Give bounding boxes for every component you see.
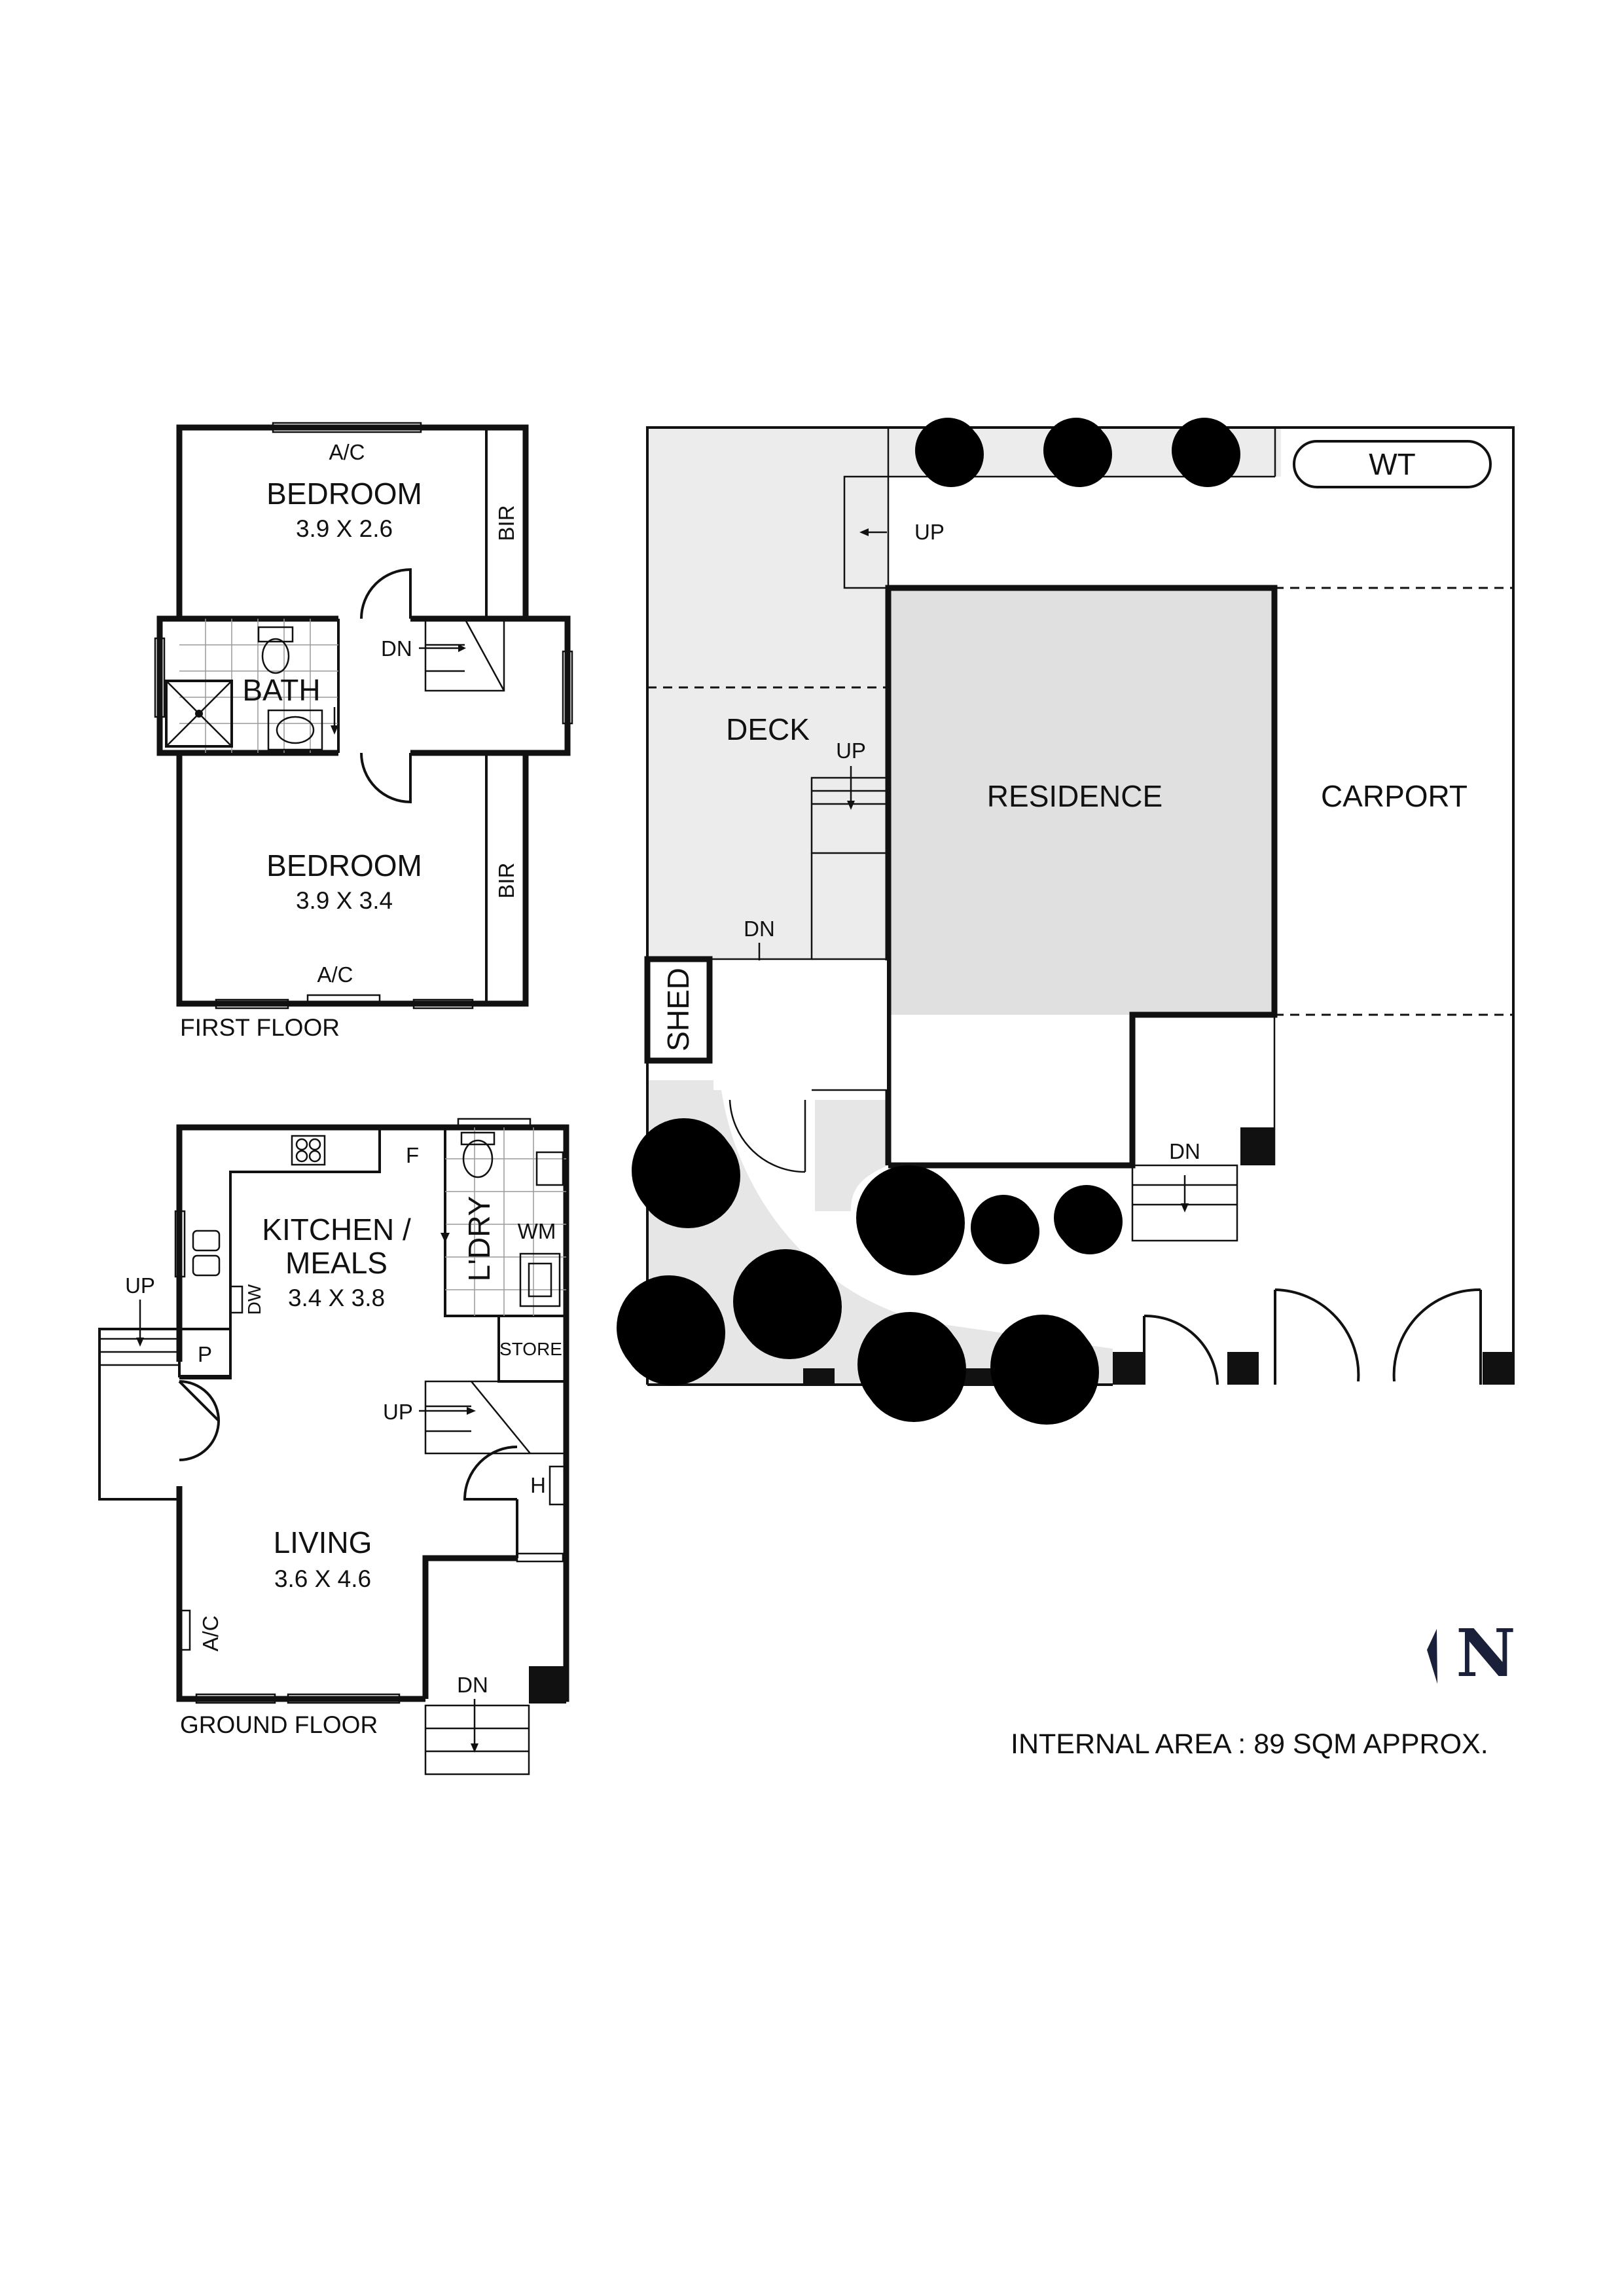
tree-5: [990, 1315, 1099, 1425]
laundry-name: L'DRY: [462, 1196, 496, 1282]
kitchen-name-line2: MEALS: [285, 1246, 387, 1280]
residence-name: RESIDENCE: [987, 779, 1162, 813]
wt-label: WT: [1369, 447, 1416, 481]
bedroom2-ac-label: A/C: [317, 962, 353, 987]
first-floor-stair-dn: DN: [381, 636, 412, 661]
site-plan: WT UP DECK UP DN RESIDENCE CARPORT SHED …: [617, 418, 1515, 1425]
dishwasher-label: DW: [244, 1284, 264, 1315]
ground-floor-plan: KITCHEN / MEALS 3.4 X 3.8 F DW L'DRY WM …: [98, 1118, 569, 1776]
internal-area-note: INTERNAL AREA : 89 SQM APPROX.: [1011, 1728, 1488, 1760]
fridge-label: F: [406, 1143, 419, 1167]
deck-dn-label: DN: [744, 917, 775, 941]
living-dims: 3.6 X 4.6: [274, 1565, 371, 1592]
laundry-tiles: [445, 1127, 566, 1316]
deck-name: DECK: [726, 712, 810, 746]
bedroom1-name: BEDROOM: [266, 477, 422, 511]
site-dn-right-label: DN: [1169, 1139, 1200, 1163]
washing-machine-label: WM: [518, 1219, 556, 1243]
north-letter: N: [1456, 1614, 1515, 1692]
kitchen-dims: 3.4 X 3.8: [288, 1285, 385, 1311]
tree-7: [971, 1195, 1039, 1264]
living-name: LIVING: [274, 1525, 372, 1559]
site-up-top-label: UP: [914, 520, 945, 544]
ground-floor-label: GROUND FLOOR: [180, 1711, 378, 1738]
first-floor-plan: BEDROOM 3.9 X 2.6 A/C BIR BATH DN BEDROO…: [154, 422, 573, 1041]
bedroom1-dims: 3.9 X 2.6: [296, 515, 393, 542]
bedroom2-dims: 3.9 X 3.4: [296, 887, 393, 914]
north-arrow-icon: [1427, 1629, 1437, 1684]
bedroom2-bir-label: BIR: [494, 862, 518, 898]
entry-up-label: UP: [125, 1273, 155, 1298]
pantry-label: P: [198, 1342, 212, 1366]
carport-name: CARPORT: [1321, 779, 1468, 813]
tree-6: [856, 1165, 965, 1275]
kitchen-name-line1: KITCHEN /: [262, 1212, 411, 1247]
north-compass: N: [1427, 1614, 1516, 1692]
living-ac-label: A/C: [198, 1615, 223, 1651]
heater-label: H: [530, 1473, 546, 1497]
ground-stair-up-label: UP: [383, 1400, 413, 1424]
bedroom1-bir-label: BIR: [494, 505, 518, 541]
deck-up-label: UP: [836, 738, 866, 763]
tree-8: [1054, 1185, 1123, 1254]
shed-name: SHED: [661, 968, 695, 1051]
store-label: STORE: [499, 1339, 562, 1359]
bath-name: BATH: [242, 673, 320, 707]
bedroom2-name: BEDROOM: [266, 848, 422, 883]
bedroom1-ac-label: A/C: [329, 440, 365, 464]
first-floor-label: FIRST FLOOR: [180, 1014, 340, 1041]
entry-dn-label: DN: [457, 1673, 488, 1697]
